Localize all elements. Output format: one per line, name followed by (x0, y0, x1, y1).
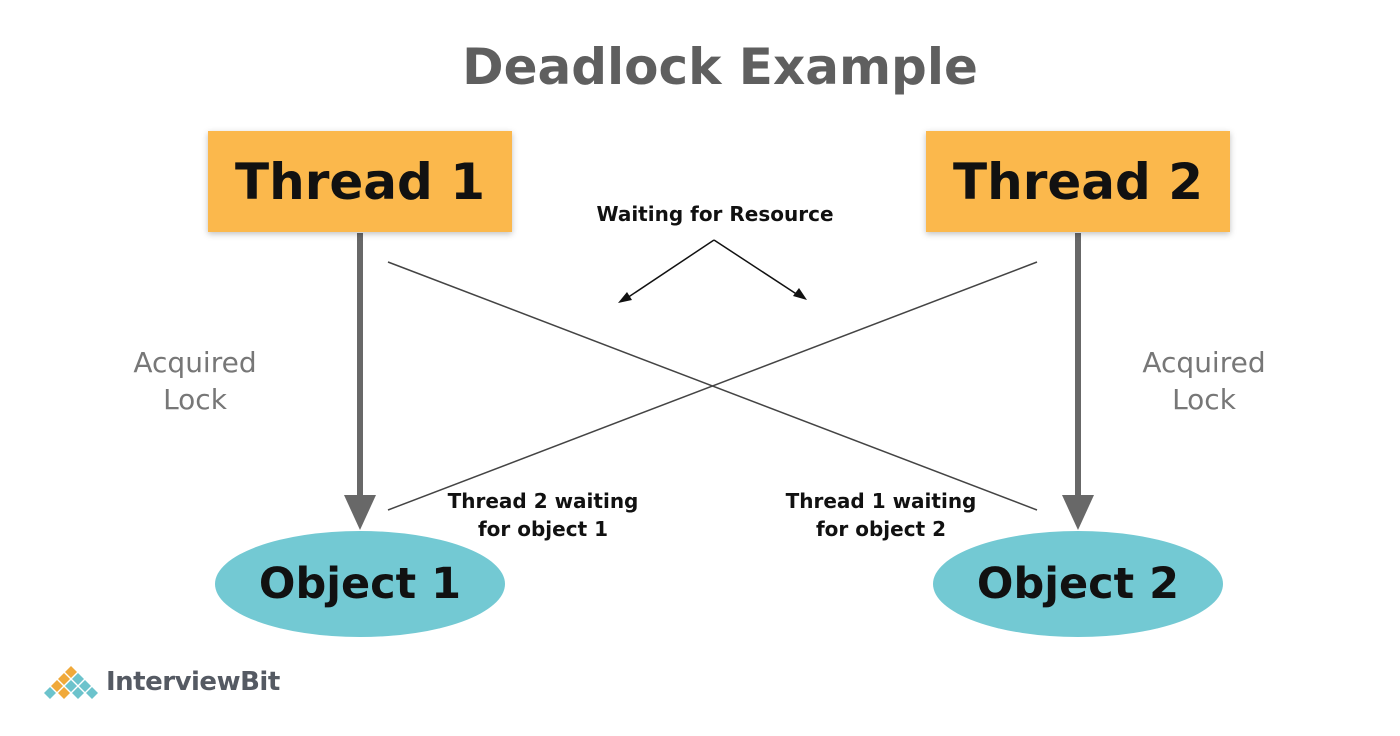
resource-pointer-right-head (793, 288, 807, 300)
waiting-for-resource-label: Waiting for Resource (596, 202, 834, 226)
object-1-ellipse: Object 1 (215, 531, 505, 637)
object-2-ellipse: Object 2 (933, 531, 1223, 637)
lock-arrowhead-2 (1062, 495, 1094, 530)
thread1-waiting-label: Thread 1 waiting for object 2 (770, 487, 992, 543)
interviewbit-logo: InterviewBit (42, 664, 280, 700)
logo-text-bit: Bit (240, 667, 280, 697)
thread2-waiting-line2: for object 1 (477, 517, 609, 541)
acquired-lock-line1: Acquired (133, 346, 257, 379)
logo-mark-icon (44, 666, 98, 699)
thread-2-box: Thread 2 (926, 131, 1230, 232)
thread-1-box: Thread 1 (208, 131, 512, 232)
thread-1-label: Thread 1 (235, 152, 485, 211)
acquired-lock-line2: Lock (1172, 383, 1236, 416)
acquired-lock-line2: Lock (163, 383, 227, 416)
thread1-waiting-line1: Thread 1 waiting (785, 489, 977, 513)
resource-pointer-left-head (618, 292, 632, 303)
acquired-lock-label-left: Acquired Lock (95, 344, 295, 418)
thread1-waiting-line2: for object 2 (815, 517, 947, 541)
thread2-waiting-label: Thread 2 waiting for object 1 (432, 487, 654, 543)
thread2-waiting-line1: Thread 2 waiting (447, 489, 639, 513)
diagram-title: Deadlock Example (462, 38, 978, 96)
thread-2-label: Thread 2 (953, 152, 1203, 211)
resource-pointer-left (623, 239, 715, 301)
object-1-label: Object 1 (258, 559, 462, 609)
acquired-lock-line1: Acquired (1142, 346, 1266, 379)
acquired-lock-label-right: Acquired Lock (1104, 344, 1304, 418)
resource-pointer-right (713, 239, 802, 298)
object-2-label: Object 2 (976, 559, 1180, 609)
logo-text-interview: Interview (106, 667, 241, 697)
logo-text: InterviewBit (106, 667, 280, 697)
waiting-line-thread2-object1 (387, 261, 1038, 511)
lock-arrowhead-1 (344, 495, 376, 530)
